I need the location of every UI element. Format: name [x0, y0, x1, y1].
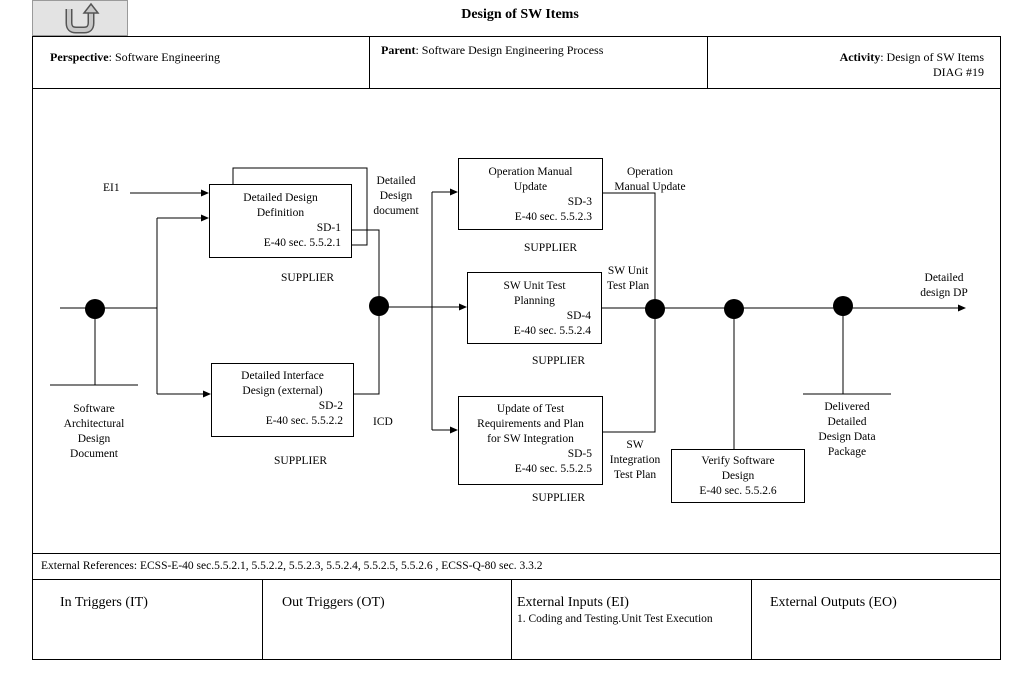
page-title: Design of SW Items	[461, 7, 579, 22]
header-col-divider-2	[707, 36, 708, 88]
trigger-col-divider-1	[262, 579, 263, 660]
ei1-label: EI1	[103, 182, 120, 194]
header-divider	[32, 88, 1001, 89]
header-col-divider-1	[369, 36, 370, 88]
diagram-id: DIAG #19	[933, 65, 984, 79]
parent-value: : Software Design Engineering Process	[415, 43, 604, 57]
sd3-title-1: Operation Manual	[488, 166, 573, 178]
external-inputs-title: External Inputs (EI)	[517, 595, 629, 610]
sd5-title-1: Update of Test	[496, 403, 565, 415]
diagram-frame	[32, 36, 1001, 660]
junction-1	[85, 299, 105, 319]
back-button[interactable]	[32, 0, 128, 36]
sd5-code: SD-5	[567, 448, 592, 460]
sd1-title-2: Definition	[256, 207, 305, 219]
process-box-verify[interactable]: Verify Software Design E-40 sec. 5.5.2.6	[671, 449, 805, 503]
ext-ref-bottom-divider	[32, 579, 1001, 580]
sd5-output-line	[602, 308, 656, 433]
sd5-actor: SUPPLIER	[532, 492, 586, 504]
sd2-ref: E-40 sec. 5.5.2.2	[265, 415, 343, 427]
sd2-title-1: Detailed Interface	[241, 370, 324, 382]
sd1-output-line	[352, 229, 380, 307]
parent-label: Parent	[381, 43, 416, 57]
verify-title-1: Verify Software	[701, 455, 775, 467]
sd3-code: SD-3	[567, 196, 592, 208]
out-triggers-title: Out Triggers (OT)	[282, 595, 385, 610]
activity-label: Activity	[839, 50, 881, 64]
sd4-actor: SUPPLIER	[532, 355, 586, 367]
sd2-code: SD-2	[318, 400, 343, 412]
junction-5	[833, 296, 853, 316]
process-box-sd3[interactable]: Operation Manual Update SD-3 E-40 sec. 5…	[458, 158, 603, 230]
verify-title-2: Design	[721, 470, 755, 482]
sd4-code: SD-4	[566, 310, 591, 322]
trigger-col-divider-3	[751, 579, 752, 660]
perspective-label: Perspective	[50, 50, 109, 64]
external-outputs-title: External Outputs (EO)	[770, 595, 897, 610]
process-box-sd1[interactable]: Detailed Design Definition SD-1 E-40 sec…	[209, 184, 352, 258]
sd1-ref: E-40 sec. 5.5.2.1	[263, 237, 341, 249]
verify-ref: E-40 sec. 5.5.2.6	[699, 485, 777, 497]
sd2-actor: SUPPLIER	[274, 455, 328, 467]
sd5-title-3: for SW Integration	[487, 433, 574, 445]
junction-3	[645, 299, 665, 319]
perspective-value: : Software Engineering	[108, 50, 220, 64]
trigger-col-divider-2	[511, 579, 512, 660]
junction-2	[369, 296, 389, 316]
sd3-title-2: Update	[513, 181, 548, 193]
sd5-title-2: Requirements and Plan	[477, 418, 584, 430]
sd1-actor: SUPPLIER	[281, 272, 335, 284]
icd-label: ICD	[373, 416, 393, 428]
sd1-title-1: Detailed Design	[243, 192, 318, 204]
process-box-sd4[interactable]: SW Unit Test Planning SD-4 E-40 sec. 5.5…	[467, 272, 602, 344]
external-references: External References: ECSS-E-40 sec.5.5.2…	[41, 560, 543, 572]
sd4-ref: E-40 sec. 5.5.2.4	[513, 325, 591, 337]
activity-field: Activity: Design of SW Items DIAG #19	[840, 50, 984, 80]
parent-field[interactable]: Parent: Software Design Engineering Proc…	[381, 43, 603, 58]
ext-ref-top-divider	[32, 553, 1001, 554]
sd1-shadow	[232, 167, 368, 246]
activity-value: : Design of SW Items	[880, 50, 984, 64]
sd2-output-line	[352, 307, 380, 395]
in-triggers-title: In Triggers (IT)	[60, 595, 148, 610]
sd2-title-2: Design (external)	[242, 385, 323, 397]
perspective-field: Perspective: Software Engineering	[50, 50, 220, 65]
sd4-title-1: SW Unit Test	[503, 280, 566, 292]
sd4-title-2: Planning	[514, 295, 555, 307]
external-input-item-1[interactable]: 1. Coding and Testing.Unit Test Executio…	[517, 613, 713, 625]
junction-4	[724, 299, 744, 319]
undo-arrow-icon	[65, 2, 100, 34]
sd1-code: SD-1	[316, 222, 341, 234]
process-box-sd5[interactable]: Update of Test Requirements and Plan for…	[458, 396, 603, 485]
sd3-output-line	[602, 192, 656, 308]
sd3-actor: SUPPLIER	[524, 242, 578, 254]
sd3-ref: E-40 sec. 5.5.2.3	[514, 211, 592, 223]
sd5-ref: E-40 sec. 5.5.2.5	[514, 463, 592, 475]
process-box-sd2[interactable]: Detailed Interface Design (external) SD-…	[211, 363, 354, 437]
